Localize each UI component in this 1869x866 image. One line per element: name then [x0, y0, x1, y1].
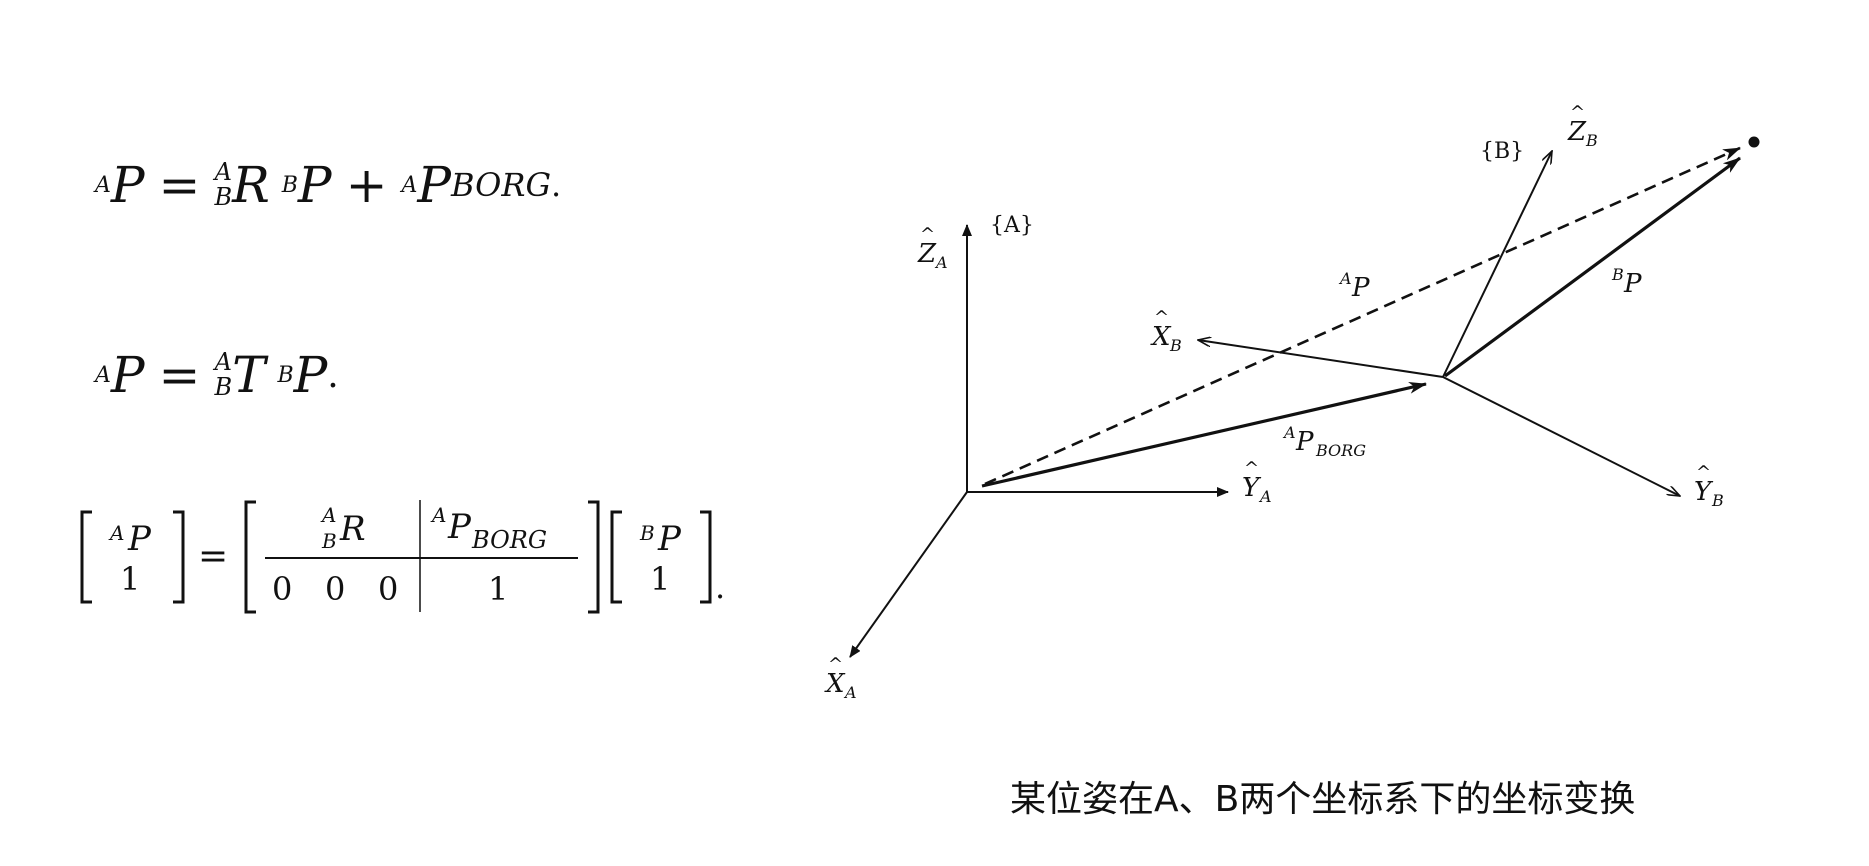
svg-text:^: ^ — [1154, 307, 1169, 328]
svg-text:A: A — [843, 683, 857, 702]
figure-caption: 某位姿在A、B两个坐标系下的坐标变换 — [1010, 779, 1636, 820]
eq3-end: . — [715, 568, 725, 606]
svg-text:X: X — [824, 669, 846, 699]
ap-vector — [984, 146, 1741, 486]
eq3-zero-2: 0 — [325, 570, 345, 608]
yb-axis — [1442, 376, 1680, 496]
svg-text:B: B — [1585, 131, 1598, 150]
svg-text:Y: Y — [1694, 477, 1714, 507]
svg-text:A: A — [1338, 269, 1352, 288]
eq2-t-sup: A — [214, 347, 232, 376]
equation-3: A P 1 = A B R A P BORG 0 0 0 1 B P 1 . — [80, 500, 725, 614]
eq3-equals: = — [198, 536, 228, 577]
bp-label: B P — [1611, 265, 1642, 299]
svg-text:^: ^ — [1244, 458, 1259, 479]
eq3-lhs-sup: A — [108, 521, 124, 545]
svg-text:A: A — [934, 253, 948, 272]
eq1-plus: + — [345, 156, 388, 214]
frame-b-label: {B} — [1480, 139, 1524, 164]
xa-label: X ^ A — [824, 654, 857, 702]
svg-text:P: P — [1295, 427, 1314, 457]
zb-label: Z ^ B — [1567, 102, 1598, 150]
ap-label: A P — [1338, 269, 1370, 303]
svg-text:B: B — [1169, 336, 1182, 355]
eq3-m-one: 1 — [488, 570, 508, 608]
eq3-zero-1: 0 — [272, 570, 292, 608]
eq1-bp-symbol: P — [297, 156, 332, 214]
eq3-lhs-bracket — [80, 510, 185, 604]
eq1-rot-sub: B — [214, 183, 233, 211]
svg-text:Z: Z — [917, 239, 937, 269]
target-point — [1748, 136, 1760, 148]
xa-axis — [849, 491, 968, 658]
aporg-vector — [981, 381, 1427, 488]
svg-text:P: P — [1351, 273, 1370, 303]
eq3-mrot-sub: B — [321, 529, 337, 553]
eq3-mrot-symbol: R — [339, 509, 366, 549]
eq2-end: . — [327, 354, 339, 396]
zb-axis — [1442, 151, 1552, 378]
eq3-mrot-sup: A — [320, 503, 336, 527]
eq2-t-sub: B — [214, 373, 233, 401]
eq3-morg-sub: BORG — [471, 526, 547, 554]
eq1-bp-sup: B — [281, 172, 298, 198]
svg-text:^: ^ — [1696, 462, 1711, 483]
eq2-equals: = — [158, 346, 201, 404]
eq2-t-symbol: T — [232, 346, 266, 404]
svg-text:A: A — [1282, 423, 1296, 442]
eq3-morg-sup: A — [430, 503, 446, 527]
eq1-rot-sup: A — [214, 157, 232, 186]
xb-label: X ^ B — [1150, 307, 1182, 355]
eq2-lhs-symbol: P — [110, 346, 145, 404]
eq1-lhs-symbol: P — [110, 156, 145, 214]
svg-text:Z: Z — [1567, 117, 1587, 147]
svg-text:B: B — [1611, 265, 1624, 284]
ya-label: Y ^ A — [1242, 458, 1272, 506]
eq2-bp-symbol: P — [293, 346, 328, 404]
eq1-equals: = — [158, 156, 201, 214]
aporg-label: A P BORG — [1282, 423, 1366, 460]
eq2-lhs-sup: A — [95, 362, 111, 388]
svg-text:B: B — [1711, 491, 1724, 510]
za-label: Z ^ A — [917, 224, 948, 272]
svg-text:^: ^ — [1570, 102, 1585, 123]
eq3-lhs-symbol: P — [127, 519, 152, 559]
eq2-bp-sup: B — [277, 362, 294, 388]
eq3-zero-3: 0 — [378, 570, 398, 608]
eq3-rhs-one: 1 — [650, 560, 670, 598]
eq3-rhs-symbol: P — [657, 519, 682, 559]
frame-a-label: {A} — [990, 213, 1034, 238]
xb-axis — [1198, 340, 1444, 378]
eq1-org-symbol: P — [417, 156, 452, 214]
bp-vector — [1444, 156, 1741, 378]
svg-text:^: ^ — [828, 654, 843, 675]
eq3-matrix-bracket — [244, 500, 600, 614]
eq3-lhs-one: 1 — [120, 560, 140, 598]
svg-text:BORG: BORG — [1315, 441, 1366, 460]
svg-text:^: ^ — [920, 224, 935, 245]
yb-label: Y ^ B — [1694, 462, 1724, 510]
svg-text:Y: Y — [1242, 473, 1262, 503]
eq3-morg-symbol: P — [447, 507, 472, 547]
eq1-end: . — [551, 166, 562, 204]
eq1-rot-symbol: R — [232, 156, 270, 214]
svg-text:X: X — [1150, 322, 1172, 352]
eq1-lhs-sup: A — [95, 172, 111, 198]
eq3-rhs-bracket — [610, 510, 712, 604]
svg-text:P: P — [1623, 269, 1642, 299]
svg-text:A: A — [1258, 487, 1272, 506]
eq1-org-sub: BORG — [451, 166, 552, 204]
eq3-rhs-sup: B — [639, 521, 655, 545]
eq1-org-sup: A — [401, 172, 418, 198]
